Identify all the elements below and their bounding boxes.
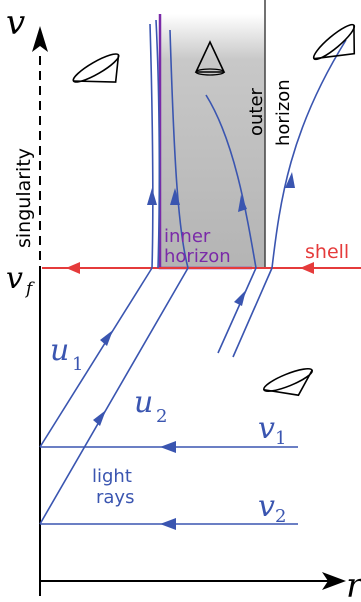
v-axis-label: v: [6, 3, 25, 43]
v1-label: v: [258, 411, 275, 446]
light-cone-icon-4: [262, 367, 314, 397]
ray-above-2-arrow: [170, 188, 180, 205]
trapped-region: [160, 14, 265, 268]
singularity-label: singularity: [13, 148, 35, 248]
ray-above-4: [271, 39, 347, 269]
ray-u1: [39, 267, 153, 448]
v2-subscript: 2: [275, 506, 286, 527]
ray-u2-arrow: [93, 410, 106, 426]
u1-subscript: 1: [72, 354, 83, 375]
shell-arrow-2: [300, 262, 314, 274]
ray-above-4-arrow: [285, 172, 295, 188]
v1-subscript: 1: [275, 428, 286, 449]
u2-label: u: [134, 385, 153, 420]
light-cone-icon-3: [312, 23, 356, 61]
v-f-subscript: f: [24, 279, 35, 299]
u2-subscript: 2: [156, 406, 167, 427]
ray-near-horizon-a: [217, 267, 257, 354]
light-cone-icon-1: [72, 53, 120, 83]
r-axis-label: r: [346, 566, 361, 602]
u1-label: u: [50, 333, 69, 368]
ray-above-2: [169, 29, 189, 269]
v-f-label: v: [6, 261, 23, 296]
ray-v1-arrow: [160, 441, 176, 453]
light-rays-label-1: light: [92, 466, 132, 487]
shell-arrow-1: [66, 262, 80, 274]
ray-u2: [39, 267, 189, 525]
ray-near-horizon-b: [232, 267, 273, 358]
ray-above-1-arrow: [147, 188, 157, 205]
inner-horizon-label-1: inner: [164, 226, 211, 247]
inner-horizon-label-2: horizon: [164, 246, 231, 267]
ray-above-3: [205, 94, 257, 269]
ray-above-1b: [155, 19, 161, 269]
outer-horizon-label-2: horizon: [273, 79, 294, 146]
light-cone-icon-2: [194, 40, 226, 76]
v-axis-arrowhead: [32, 26, 48, 52]
ray-u1-arrow: [100, 330, 113, 346]
outer-horizon-label-1: outer: [246, 87, 267, 136]
ray-v2-arrow: [160, 518, 176, 530]
r-axis-arrowhead: [322, 572, 346, 590]
ray-near-horizon-a-arrow: [234, 290, 246, 306]
ray-above-1: [149, 23, 154, 269]
light-rays-label-2: rays: [96, 487, 134, 508]
v2-label: v: [258, 489, 275, 524]
ray-above-3-arrow: [238, 195, 247, 212]
shell-label: shell: [305, 241, 349, 263]
